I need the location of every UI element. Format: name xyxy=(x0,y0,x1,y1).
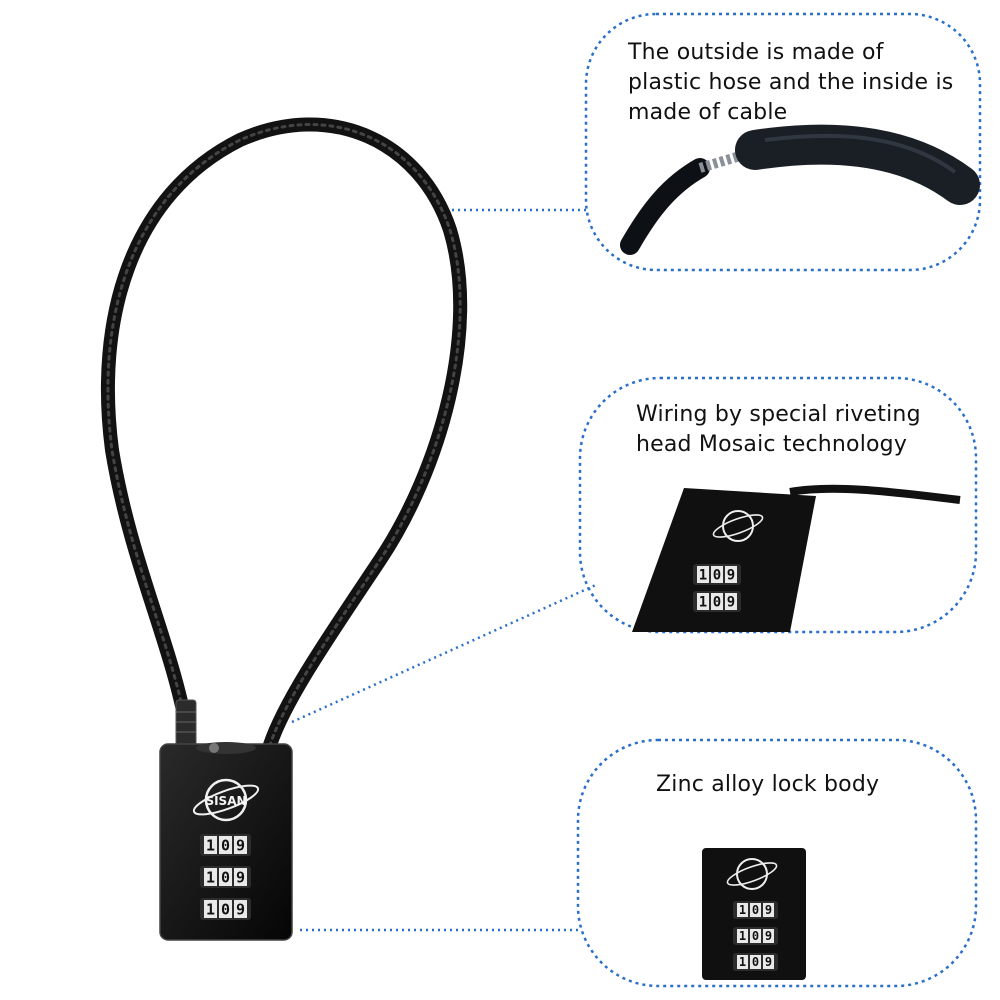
dial-digit: 0 xyxy=(713,568,721,584)
dial-wheel[interactable] xyxy=(204,900,217,918)
dial-digit: 9 xyxy=(727,568,735,584)
dial-wheel[interactable] xyxy=(219,836,232,854)
dial-digit: 1 xyxy=(206,900,215,918)
dial-wheel[interactable] xyxy=(763,929,774,943)
dial-digit: 1 xyxy=(206,836,215,854)
callout-text-rivet: Wiring by special riveting head Mosaic t… xyxy=(636,402,921,457)
dial-digit: 9 xyxy=(765,955,772,969)
dial-digit: 1 xyxy=(739,903,746,917)
dial-wheel[interactable] xyxy=(725,566,737,583)
dial-digit: 1 xyxy=(206,868,215,886)
brand-logo: SISAN xyxy=(192,778,260,822)
dial-digit: 0 xyxy=(221,836,230,854)
dial-digit: 9 xyxy=(236,900,245,918)
dial-wheel[interactable] xyxy=(204,836,217,854)
connector-rivet xyxy=(291,582,599,724)
callout-text-cable: The outside is made of plastic hose and … xyxy=(628,40,954,125)
dial-wheel[interactable] xyxy=(737,903,748,917)
dial-wheel[interactable] xyxy=(737,955,748,969)
dial-wheel[interactable] xyxy=(234,868,247,886)
dial-wheel[interactable] xyxy=(750,929,761,943)
dial-wheel[interactable] xyxy=(750,955,761,969)
dial-wheel[interactable] xyxy=(711,566,723,583)
dial-digit: 1 xyxy=(699,568,707,584)
dial-wheel[interactable] xyxy=(711,593,723,610)
dial-wheel[interactable] xyxy=(697,593,709,610)
dial-digit: 1 xyxy=(699,595,707,611)
dial-digit: 0 xyxy=(221,900,230,918)
dial-wheel[interactable] xyxy=(219,900,232,918)
dial-digit: 0 xyxy=(752,955,759,969)
dial-digit: 0 xyxy=(221,868,230,886)
dial-digit: 9 xyxy=(765,903,772,917)
dial-wheel[interactable] xyxy=(750,903,761,917)
dial-digit: 1 xyxy=(739,955,746,969)
dial-digit: 9 xyxy=(765,929,772,943)
dial-wheel[interactable] xyxy=(737,929,748,943)
dial-digit: 0 xyxy=(752,929,759,943)
dial-wheel[interactable] xyxy=(234,836,247,854)
rivet-detail-photo xyxy=(632,484,961,632)
brand-logo-text: SISAN xyxy=(205,794,246,808)
dial-wheel[interactable] xyxy=(219,868,232,886)
dial-digit: 9 xyxy=(236,868,245,886)
cable-loop xyxy=(100,117,468,752)
callout-text-body: Zinc alloy lock body xyxy=(656,772,880,797)
dial-wheel[interactable] xyxy=(763,903,774,917)
callout-bubble-cable xyxy=(584,12,982,272)
dial-digit: 9 xyxy=(727,595,735,611)
dial-digit: 0 xyxy=(752,903,759,917)
cable-detail-photo xyxy=(620,124,980,255)
dial-wheel[interactable] xyxy=(725,593,737,610)
dial-digit: 1 xyxy=(739,929,746,943)
dial-wheel[interactable] xyxy=(763,955,774,969)
dial-wheel[interactable] xyxy=(204,868,217,886)
dial-digit: 9 xyxy=(236,836,245,854)
connector-lines xyxy=(291,208,599,932)
dial-wheel[interactable] xyxy=(234,900,247,918)
dial-wheel[interactable] xyxy=(697,566,709,583)
dial-digit: 0 xyxy=(713,595,721,611)
